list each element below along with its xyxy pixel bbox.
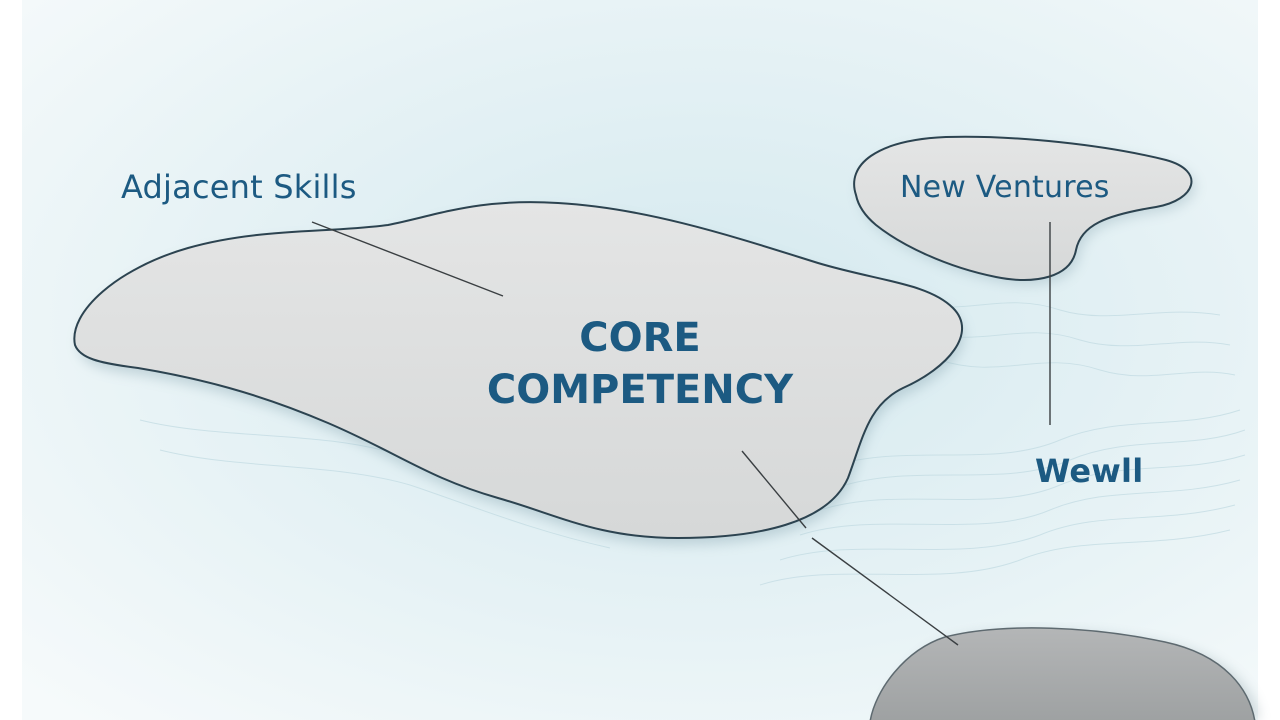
new-ventures-label: New Ventures [900, 170, 1110, 205]
core-competency-label: CORE COMPETENCY [440, 312, 840, 416]
wewll-label: Wewll [1035, 452, 1144, 490]
core-island [73, 201, 964, 540]
adjacent-skills-label: Adjacent Skills [121, 168, 357, 206]
connector-core-lower-a [741, 450, 807, 529]
connector-core-lower-b [811, 537, 959, 646]
ripple-lines [139, 299, 1246, 586]
ventures-island [853, 135, 1193, 281]
core-label-line2: COMPETENCY [486, 367, 794, 413]
core-label-line1: CORE [579, 315, 701, 361]
bottom-island [869, 627, 1256, 720]
connector-adjacent [311, 221, 504, 297]
